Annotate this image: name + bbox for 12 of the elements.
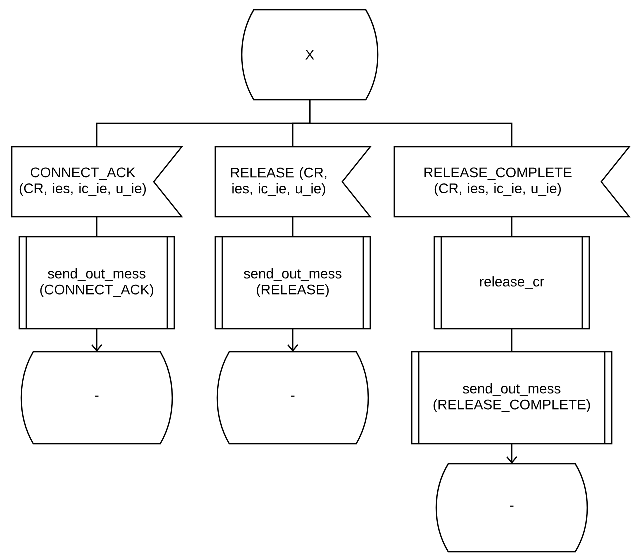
connector [288, 328, 298, 352]
connector [511, 328, 513, 352]
connector [309, 100, 513, 147]
connector [92, 328, 102, 352]
connector [511, 216, 513, 237]
connector [292, 216, 294, 237]
connector [506, 444, 518, 464]
procedure-box: send_out_mess (CONNECT_ACK) [18, 236, 176, 330]
procedure-box: release_cr [434, 236, 590, 330]
procedure-box: send_out_mess (RELEASE) [214, 236, 372, 330]
connector [96, 216, 98, 237]
procedure-box: send_out_mess (RELEASE_COMPLETE) [411, 351, 613, 445]
